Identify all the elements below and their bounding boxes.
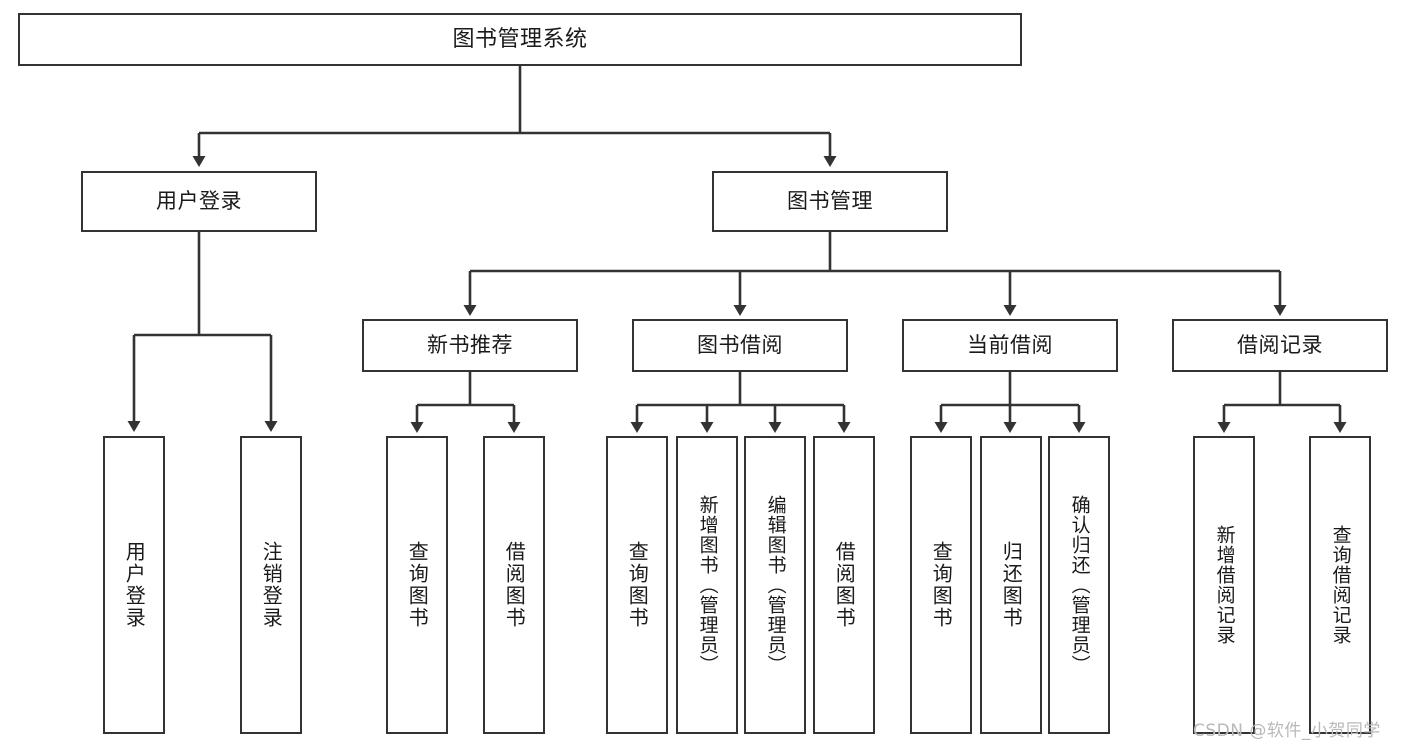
- node-book-borrow[interactable]: 图书借阅: [632, 319, 848, 372]
- leaf-new-book-query-label: 查询图书: [405, 541, 430, 629]
- node-user-login-label: 用户登录: [156, 189, 242, 214]
- leaf-new-book-borrow[interactable]: 借阅图书: [483, 436, 545, 734]
- leaf-current-return-book[interactable]: 归还图书: [980, 436, 1042, 734]
- node-current-borrow[interactable]: 当前借阅: [902, 319, 1118, 372]
- leaf-record-query-label: 查询借阅记录: [1329, 525, 1352, 645]
- leaf-borrow-query-book-label: 查询图书: [625, 541, 650, 629]
- leaf-borrow-query-book[interactable]: 查询图书: [606, 436, 668, 734]
- node-book-management-label: 图书管理: [787, 189, 873, 214]
- node-new-book-recommend[interactable]: 新书推荐: [362, 319, 578, 372]
- leaf-new-book-query[interactable]: 查询图书: [386, 436, 448, 734]
- leaf-current-query-book-label: 查询图书: [929, 541, 954, 629]
- node-user-login[interactable]: 用户登录: [81, 171, 317, 232]
- leaf-borrow-edit-book[interactable]: 编辑图书（管理员）: [744, 436, 806, 734]
- leaf-logout[interactable]: 注销登录: [240, 436, 302, 734]
- node-borrow-record-label: 借阅记录: [1237, 333, 1323, 358]
- leaf-record-add[interactable]: 新增借阅记录: [1193, 436, 1255, 734]
- node-current-borrow-label: 当前借阅: [967, 333, 1053, 358]
- leaf-current-confirm-return-label: 确认归还（管理员）: [1068, 495, 1091, 675]
- node-borrow-record[interactable]: 借阅记录: [1172, 319, 1388, 372]
- leaf-record-query[interactable]: 查询借阅记录: [1309, 436, 1371, 734]
- node-new-book-recommend-label: 新书推荐: [427, 333, 513, 358]
- leaf-borrow-add-book-label: 新增图书（管理员）: [696, 495, 719, 675]
- node-book-management[interactable]: 图书管理: [712, 171, 948, 232]
- leaf-user-login-label: 用户登录: [122, 541, 147, 629]
- csdn-watermark: CSDN @软件_小贺同学: [1193, 721, 1381, 741]
- leaf-current-query-book[interactable]: 查询图书: [910, 436, 972, 734]
- leaf-borrow-add-book[interactable]: 新增图书（管理员）: [676, 436, 738, 734]
- leaf-current-return-book-label: 归还图书: [999, 541, 1024, 629]
- leaf-borrow-edit-book-label: 编辑图书（管理员）: [764, 495, 787, 675]
- leaf-borrow-borrow-book-label: 借阅图书: [832, 541, 857, 629]
- node-root-label: 图书管理系统: [452, 26, 588, 52]
- leaf-new-book-borrow-label: 借阅图书: [502, 541, 527, 629]
- leaf-record-add-label: 新增借阅记录: [1213, 525, 1236, 645]
- node-root[interactable]: 图书管理系统: [18, 13, 1022, 66]
- leaf-borrow-borrow-book[interactable]: 借阅图书: [813, 436, 875, 734]
- node-book-borrow-label: 图书借阅: [697, 333, 783, 358]
- leaf-current-confirm-return[interactable]: 确认归还（管理员）: [1048, 436, 1110, 734]
- leaf-logout-label: 注销登录: [259, 541, 284, 629]
- leaf-user-login[interactable]: 用户登录: [103, 436, 165, 734]
